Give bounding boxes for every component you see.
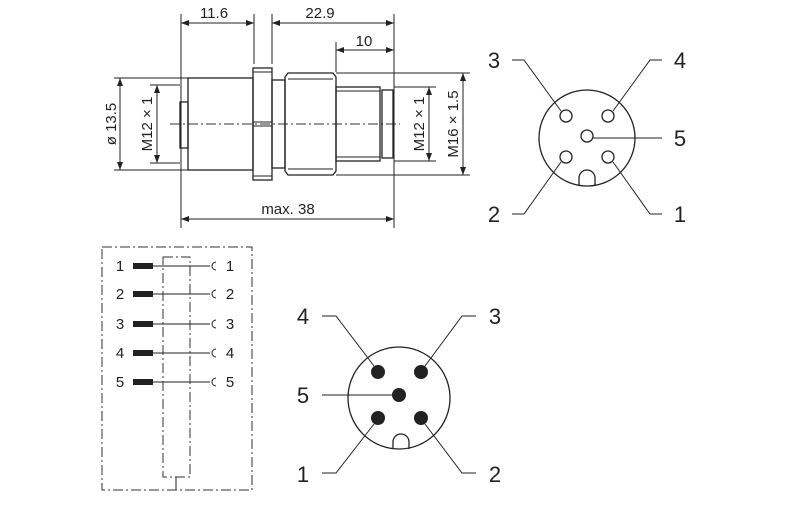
pin-4 xyxy=(601,109,615,123)
dim-thread-right: M12 × 1 xyxy=(411,97,428,152)
female-socket-icon xyxy=(211,261,217,271)
pin-number-right: 1 xyxy=(226,258,234,275)
male-pin-icon xyxy=(133,321,153,327)
pin-3 xyxy=(414,365,428,379)
male-pin-icon xyxy=(133,350,153,356)
inner-shield xyxy=(162,256,191,478)
female-socket-icon xyxy=(211,289,217,299)
dim-diameter: ø 13.5 xyxy=(103,103,120,146)
connector-face xyxy=(347,346,451,450)
pin-label-1: 1 xyxy=(297,462,309,487)
pin-5 xyxy=(580,129,594,143)
pin-4 xyxy=(371,365,385,379)
pinout-bottom: 4 3 5 1 2 xyxy=(297,304,501,487)
female-socket-icon xyxy=(211,319,217,329)
dim-11-6: 11.6 xyxy=(200,5,228,22)
pin-label-5: 5 xyxy=(674,126,686,151)
connector-side-view xyxy=(170,67,400,181)
pin-label-2: 2 xyxy=(489,462,501,487)
pin-number-left: 4 xyxy=(116,345,124,362)
dim-10: 10 xyxy=(356,33,373,50)
female-socket-icon xyxy=(211,348,217,358)
pin-number-left: 1 xyxy=(116,258,124,275)
pin-label-5: 5 xyxy=(297,383,309,408)
female-socket-icon xyxy=(211,377,217,387)
male-pin-icon xyxy=(133,263,153,269)
key-notch xyxy=(392,433,410,449)
outer-housing xyxy=(101,246,253,491)
pin-number-left: 5 xyxy=(116,374,124,391)
pin-number-left: 3 xyxy=(116,316,124,333)
pin-number-right: 5 xyxy=(226,374,234,391)
pin-number-right: 4 xyxy=(226,345,234,362)
pin-2 xyxy=(559,150,573,164)
pin-1 xyxy=(601,150,615,164)
dim-22-9: 22.9 xyxy=(305,5,334,22)
dim-max-38: max. 38 xyxy=(261,201,314,218)
dim-thread-outer: M16 × 1.5 xyxy=(445,90,462,157)
pin-number-left: 2 xyxy=(116,286,124,303)
dim-thread-left: M12 × 1 xyxy=(139,97,156,152)
pin-label-1: 1 xyxy=(674,202,686,227)
pinout-top: 3 4 5 2 1 xyxy=(488,48,686,227)
male-pin-icon xyxy=(133,291,153,297)
pin-5 xyxy=(392,388,406,402)
dimensions: 11.6 22.9 10 max. 38 ø 13.5 M12 × 1 M12 … xyxy=(103,5,470,228)
thread-m16 xyxy=(284,72,337,176)
pin-label-4: 4 xyxy=(297,304,309,329)
pin-1 xyxy=(371,411,385,425)
pin-label-4: 4 xyxy=(674,48,686,73)
thread-m12 xyxy=(335,86,381,162)
key-notch xyxy=(578,169,596,186)
pin-number-right: 2 xyxy=(226,286,234,303)
front-face xyxy=(381,89,394,159)
pin-label-2: 2 xyxy=(488,202,500,227)
pin-label-3: 3 xyxy=(489,304,501,329)
pin-label-3: 3 xyxy=(488,48,500,73)
pin-3 xyxy=(559,109,573,123)
pin-2 xyxy=(414,411,428,425)
pin-number-right: 3 xyxy=(226,316,234,333)
male-pin-icon xyxy=(133,379,153,385)
